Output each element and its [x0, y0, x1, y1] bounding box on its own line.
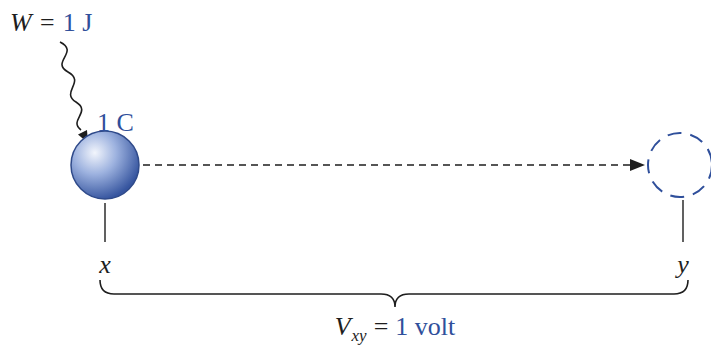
- equals-sign: =: [374, 312, 389, 341]
- marker-line: [104, 203, 105, 242]
- arrow-head: [630, 159, 645, 171]
- work-value: 1 J: [63, 8, 93, 37]
- charge-label: 1 C: [97, 108, 134, 138]
- work-label: W =: [10, 8, 56, 37]
- brace: [100, 280, 688, 307]
- point-label: y: [677, 250, 689, 279]
- wavy-arrow: [60, 42, 82, 130]
- dashed-circle: [648, 133, 711, 197]
- dashed-arrow: [143, 164, 632, 166]
- label-row: x: [99, 250, 111, 280]
- sphere-outline: [70, 130, 140, 200]
- label-row: y: [677, 250, 689, 280]
- voltage-subscript: xy: [352, 326, 367, 345]
- voltage-symbol: V: [335, 312, 351, 341]
- label-row: W =1 J: [10, 8, 92, 38]
- marker-line: [682, 200, 683, 242]
- charge-sphere: 1 C: [70, 130, 140, 200]
- label-row: Vxy =1 volt: [335, 312, 456, 351]
- point-label: x: [99, 250, 111, 279]
- voltage-value: 1 volt: [395, 312, 455, 341]
